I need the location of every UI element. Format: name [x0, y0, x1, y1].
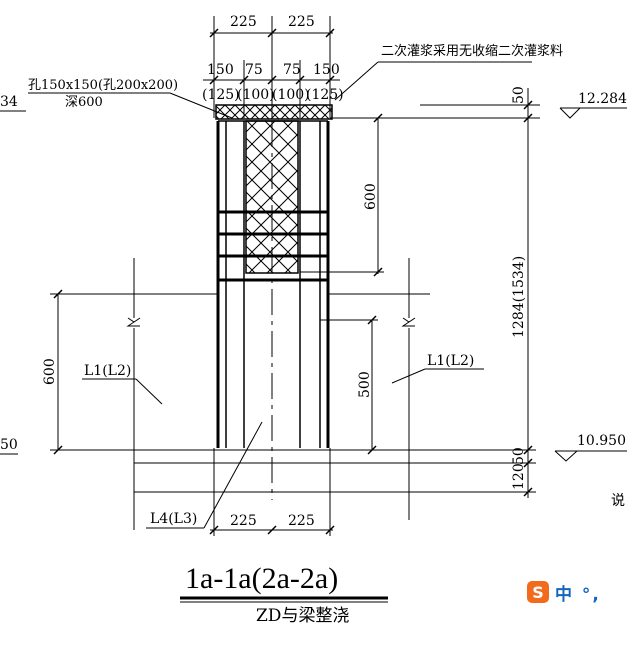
dim-50-bottom: 50 — [511, 447, 527, 465]
sub-dim-alt-4: (125) — [306, 87, 344, 103]
grout-note: 二次灌浆采用无收缩二次灌浆料 — [381, 43, 563, 59]
top-dim-1: 225 — [230, 14, 257, 30]
section-title: 1a-1a(2a-2a) — [185, 562, 338, 595]
sub-dim-4: 150 — [313, 62, 340, 78]
title-block: 1a-1a(2a-2a) ZD与梁整浇 — [180, 562, 388, 626]
elevation-bottom: 10.950 — [577, 433, 626, 449]
elevation-top: 12.284( — [578, 91, 627, 107]
top-dim-2: 225 — [288, 14, 315, 30]
sub-dim-1: 150 — [207, 62, 234, 78]
annotation-group-top: 孔150x150(孔200x200) 深600 二次灌浆采用无收缩二次灌浆料 3… — [0, 43, 563, 119]
dim-50-top: 50 — [511, 86, 527, 104]
beam-label-bottom: L4(L3) — [150, 511, 197, 527]
sub-dim-alt-1: (125) — [202, 87, 240, 103]
beam-label-left: L1(L2) — [84, 363, 131, 379]
dim-600-right: 600 — [363, 183, 379, 210]
dim-500: 500 — [357, 371, 373, 398]
dim-total-height: 1284(1534) — [511, 256, 527, 338]
left-cut-label-bottom: 50 — [0, 437, 18, 453]
sub-dim-2: 75 — [245, 62, 263, 78]
bottom-dim-1: 225 — [230, 513, 257, 529]
column-section — [215, 104, 333, 500]
beam-section — [50, 258, 536, 530]
bottom-dim-2: 225 — [288, 513, 315, 529]
dim-600-left: 600 — [42, 358, 58, 385]
dim-120: 120 — [511, 463, 527, 490]
top-dimension-group: 225 225 150 75 75 150 (125) (100) (100) … — [202, 14, 344, 118]
right-dimension-group: 50 1284(1534) 12.284( 600 500 50 120 10.… — [300, 86, 627, 509]
hole-note-line1: 孔150x150(孔200x200) — [28, 78, 178, 93]
bottom-dimension-group: 225 225 — [209, 448, 335, 536]
beam-label-right: L1(L2) — [427, 353, 474, 369]
sub-dim-alt-2: (100) — [237, 87, 275, 103]
sub-dim-3: 75 — [283, 62, 301, 78]
sogou-logo-icon[interactable]: S — [527, 581, 549, 603]
ime-toolbar[interactable]: S 中 °, — [527, 576, 627, 608]
sub-dim-alt-3: (100) — [272, 87, 310, 103]
cut-right-char: 说 — [611, 493, 625, 509]
ime-mode-indicator[interactable]: 中 °, — [555, 584, 601, 605]
left-cut-label-top: 34 — [0, 94, 18, 110]
hole-note-line2: 深600 — [65, 95, 103, 110]
section-subtitle: ZD与梁整浇 — [256, 606, 349, 626]
